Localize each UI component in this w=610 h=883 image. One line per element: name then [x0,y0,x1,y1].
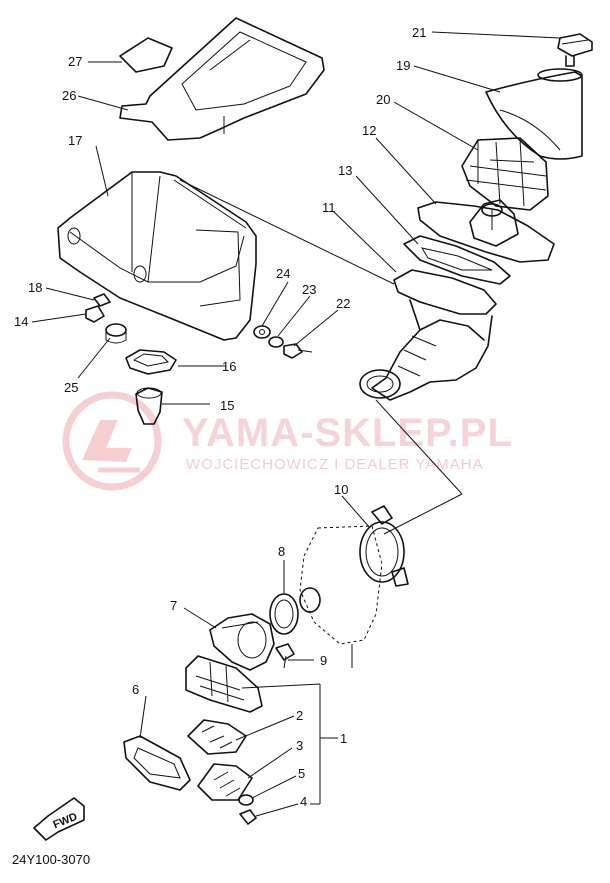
part-14-grommet [85,305,105,323]
part-7-carb-joint [209,613,275,671]
part-6-gasket [123,735,191,791]
o-ring-loose [299,587,321,613]
callout-14: 14 [14,314,28,329]
callout-3: 3 [296,738,303,753]
part-27-plate [119,37,173,73]
callout-8: 8 [278,544,285,559]
part-4-screw [239,809,257,825]
leader-lines [31,31,561,817]
watermark: YAMA-SKLEP.PL WOJCIECHOWICZ I DEALER YAM… [62,391,513,491]
callout-1: 1 [340,731,347,746]
callout-15: 15 [220,398,234,413]
part-13-gasket [403,235,511,285]
part-26-airbox-cover [119,17,325,141]
callout-5: 5 [298,766,305,781]
part-24-washer [253,325,271,339]
part-25-collar [105,323,127,344]
callout-24: 24 [276,266,290,281]
callout-18: 18 [28,280,42,295]
callout-21: 21 [412,25,426,40]
diagram-code: 24Y100-3070 [12,852,90,867]
part-2-reed-stopper [187,719,247,755]
part-8-clamp-ring [269,593,299,635]
gasket-dashed-outline [299,525,383,668]
callout-26: 26 [62,88,76,103]
part-17-airbox [57,171,257,341]
callout-23: 23 [302,282,316,297]
part-15-drain-cap [135,387,163,425]
watermark-title: YAMA-SKLEP.PL [182,411,513,455]
watermark-subtitle: WOJCIECHOWICZ I DEALER YAMAHA [186,456,484,473]
part-19-filter-element [485,68,583,160]
part-1-reed-valve [185,655,263,713]
callout-4: 4 [300,794,307,809]
callout-labels: 21 27 19 26 20 12 17 13 11 24 23 18 22 1… [14,25,426,809]
callout-9: 9 [320,653,327,668]
callout-13: 13 [338,163,352,178]
part-23-washer [268,336,284,348]
part-20-filter-cage [461,137,549,211]
callout-10: 10 [334,482,348,497]
callout-19: 19 [396,58,410,73]
callout-7: 7 [170,598,177,613]
callout-27: 27 [68,54,82,69]
part-9-screw [275,643,295,669]
part-11-intake-joint [359,269,497,401]
watermark-logo-icon [62,391,162,491]
part-3-reed-plate [197,763,253,801]
callout-25: 25 [64,380,78,395]
part-10-hose-clamp [359,505,409,587]
callout-16: 16 [222,359,236,374]
part-16-o-ring [125,349,177,375]
fwd-arrow-icon: FWD [33,797,85,841]
callout-12: 12 [362,123,376,138]
part-12-mounting-plate [417,199,555,263]
part-5-washer [238,794,254,806]
callout-11: 11 [322,200,336,215]
callout-6: 6 [132,682,139,697]
callout-2: 2 [296,708,303,723]
callout-20: 20 [376,92,390,107]
callout-17: 17 [68,133,82,148]
part-21-cap [557,33,593,67]
part-22-bolt [283,343,313,359]
callout-22: 22 [336,296,350,311]
part-18-clip [93,293,111,307]
